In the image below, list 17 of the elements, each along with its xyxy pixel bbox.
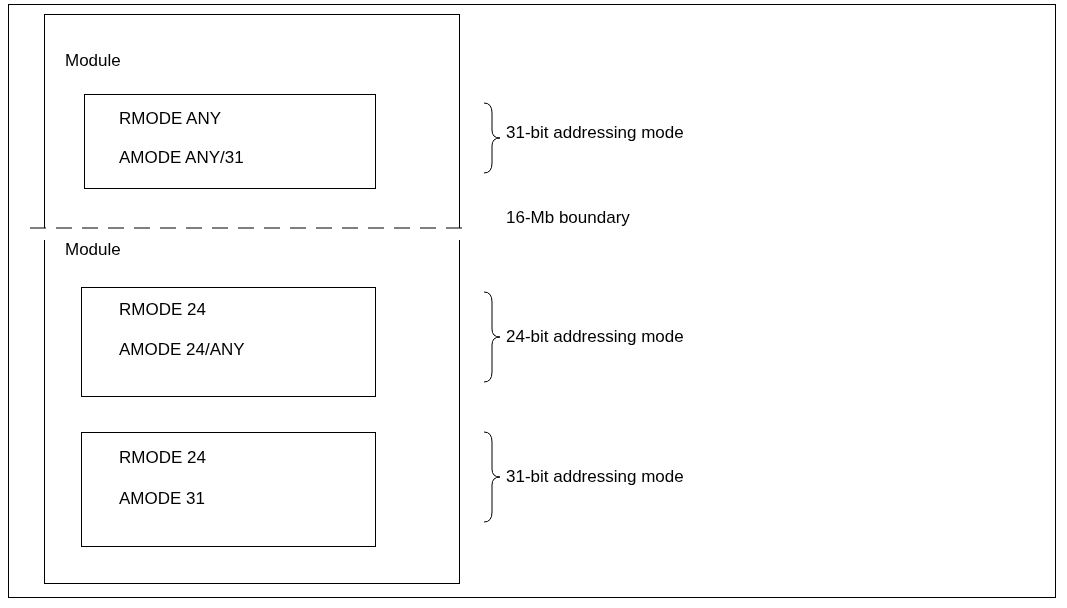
mode-box (81, 432, 376, 547)
module-label: Module (65, 51, 121, 71)
mode-label: 31-bit addressing mode (506, 467, 684, 487)
mode-text: AMODE 24/ANY (119, 340, 245, 360)
module-box (44, 14, 460, 228)
mode-box (81, 287, 376, 397)
mode-label: 24-bit addressing mode (506, 327, 684, 347)
mode-text: AMODE ANY/31 (119, 148, 244, 168)
mode-box (84, 94, 376, 189)
module-label: Module (65, 240, 121, 260)
boundary-label: 16-Mb boundary (506, 208, 630, 228)
mode-text: RMODE 24 (119, 448, 206, 468)
module-box (44, 240, 460, 584)
mode-label: 31-bit addressing mode (506, 123, 684, 143)
mode-text: RMODE 24 (119, 300, 206, 320)
mode-text: RMODE ANY (119, 109, 222, 129)
mode-text: AMODE 31 (119, 489, 205, 509)
